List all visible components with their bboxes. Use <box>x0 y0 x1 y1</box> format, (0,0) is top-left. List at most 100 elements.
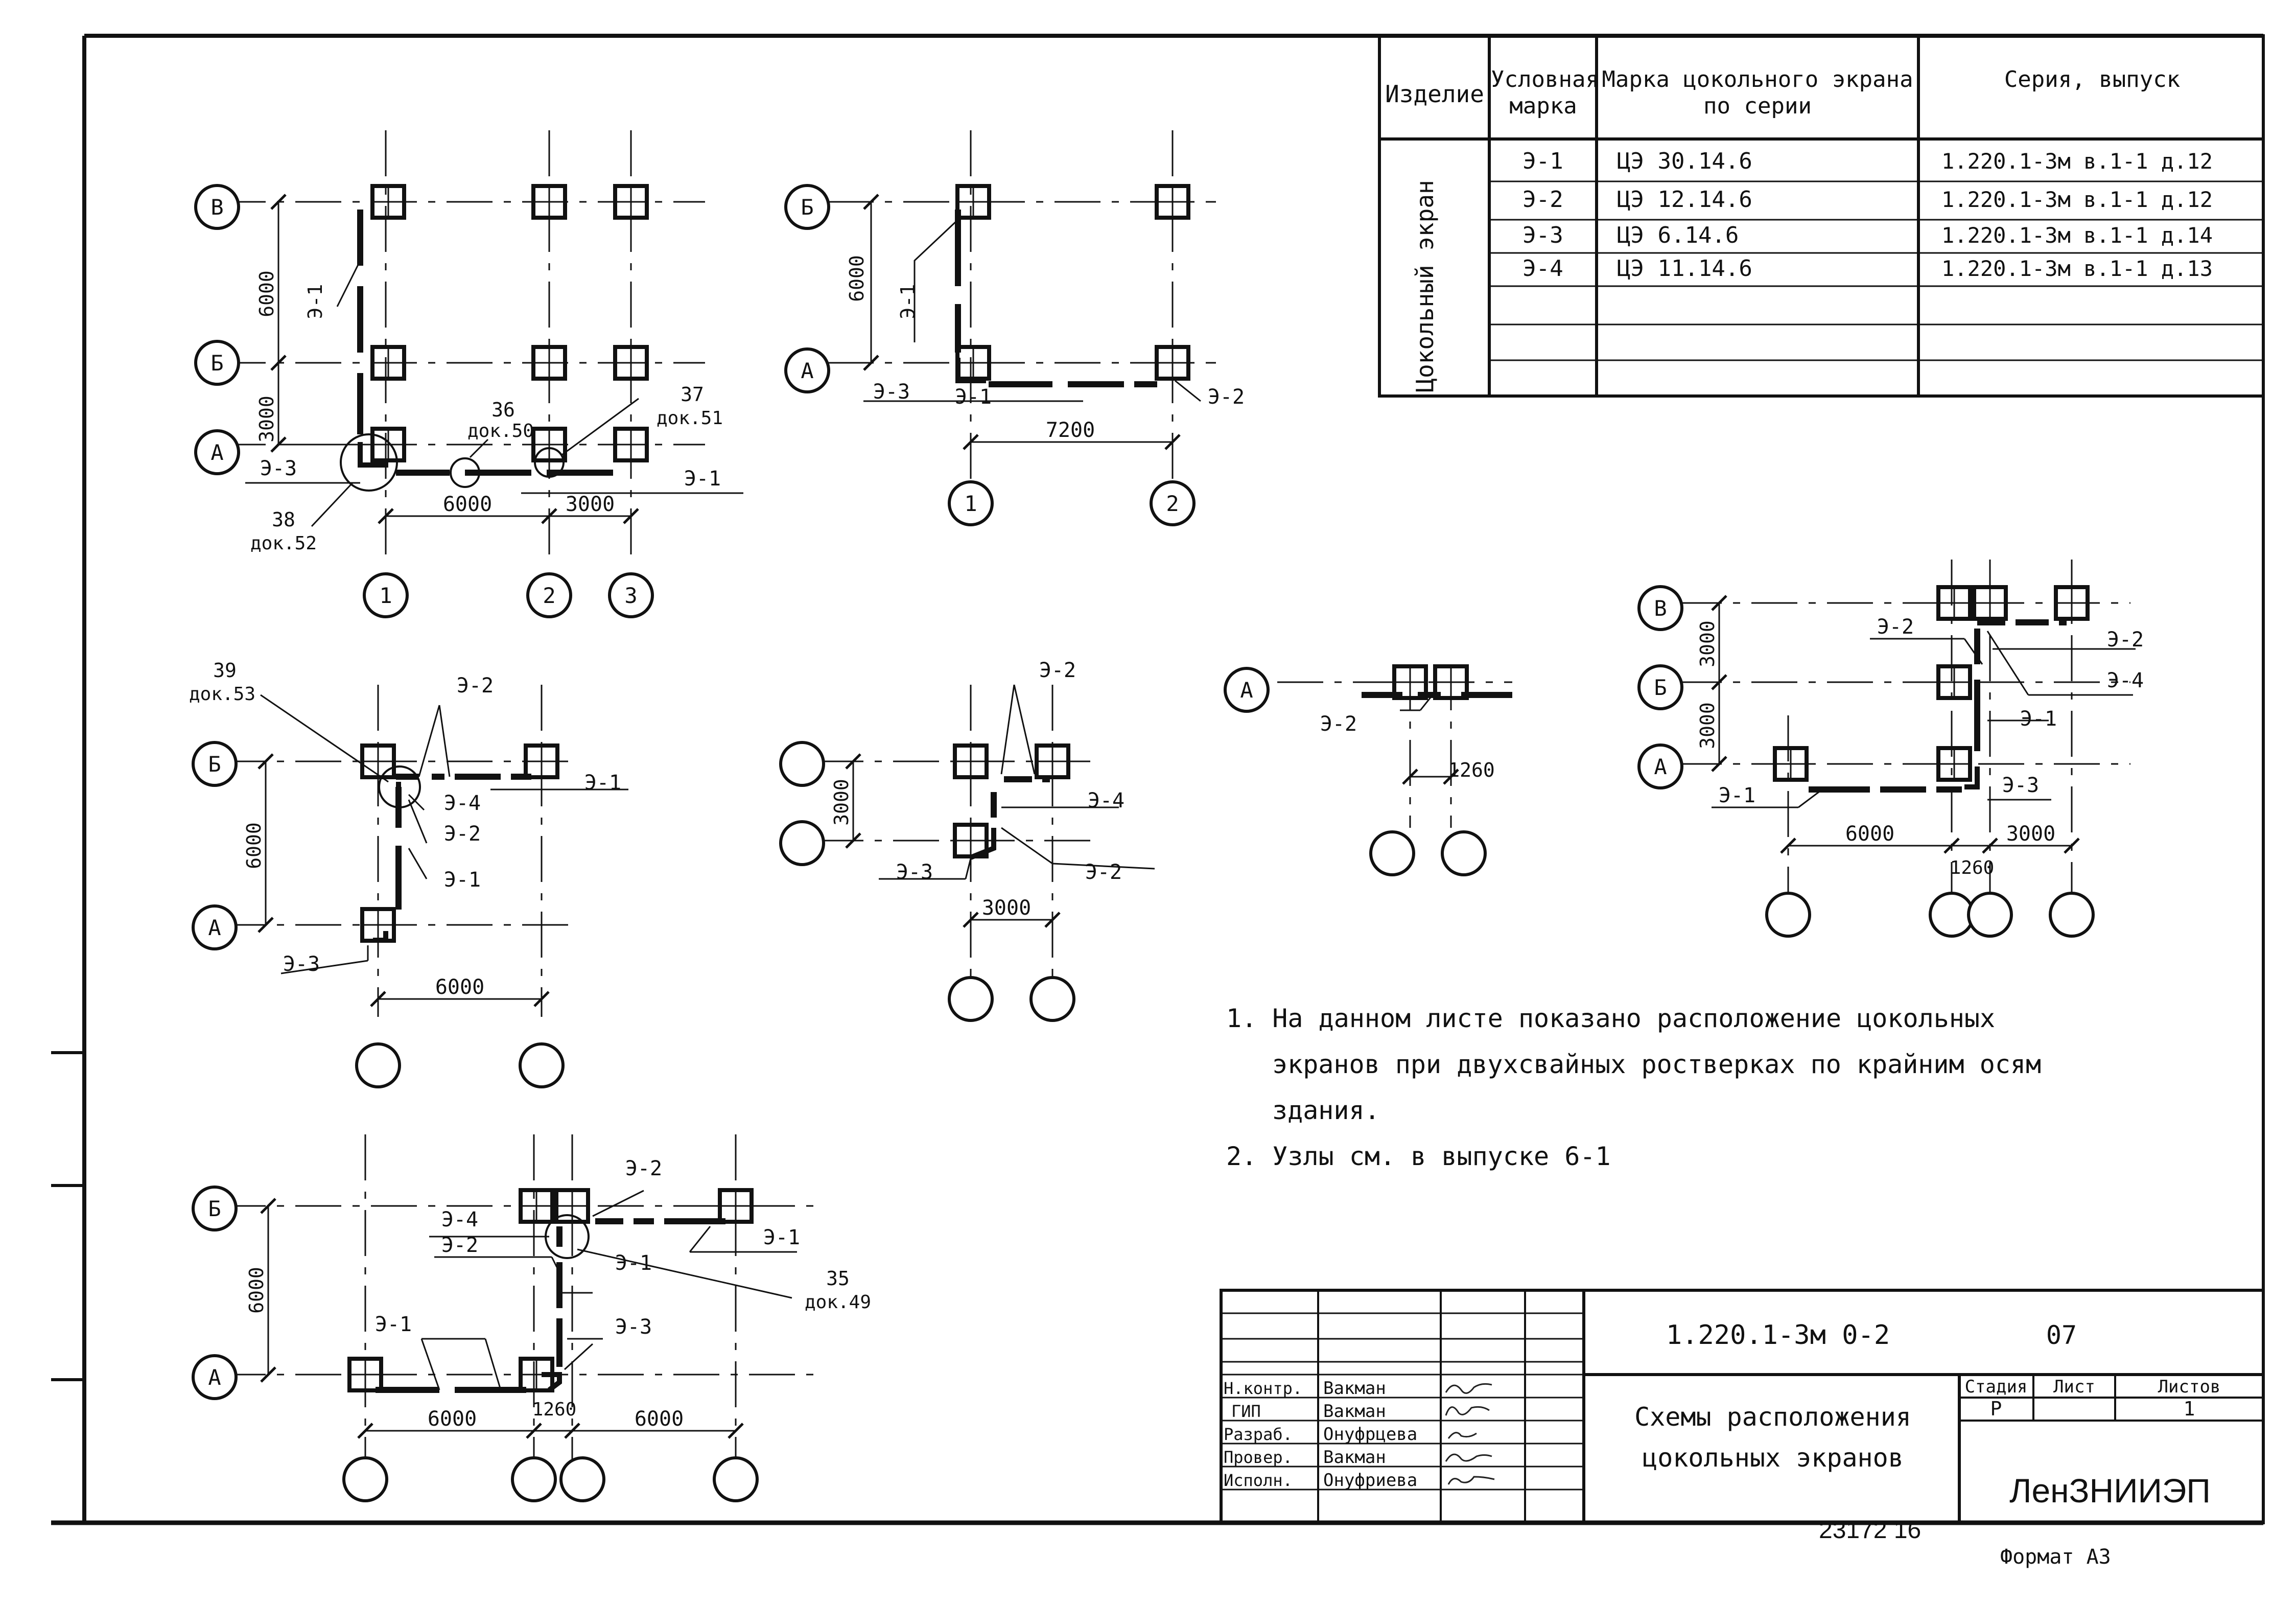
stage-value: Р <box>1990 1398 2002 1420</box>
row-mark: Э-2 <box>1522 187 1563 213</box>
staff-name: Онуфрцева <box>1323 1424 1417 1445</box>
mark-label: Э-3 <box>2002 774 2039 797</box>
dim-label: 6000 <box>846 255 868 302</box>
axis-label: Б <box>1654 675 1667 700</box>
axis-label: В <box>210 195 223 220</box>
axis-label: А <box>208 915 221 940</box>
mark-label: Э-1 <box>444 868 481 892</box>
dim-label: 3000 <box>566 493 615 516</box>
axis-label: Б <box>208 1196 221 1221</box>
mark-label: Э-2 <box>1208 385 1245 409</box>
axis-label: А <box>210 440 223 465</box>
staff-name: Онуфриева <box>1323 1470 1417 1491</box>
mark-label: Э-4 <box>441 1208 478 1231</box>
node-number: 36 <box>491 399 515 421</box>
scheme-2: Б А 1 2 6000 7200 Э-1 Э-3 Э-1 Э-2 <box>786 130 1245 525</box>
row-mark: Э-1 <box>1522 148 1563 174</box>
row-series: 1.220.1-3м в.1-1 д.12 <box>1941 149 2213 174</box>
stage-label: Стадия <box>1965 1377 2028 1397</box>
axis-label: 3 <box>624 583 637 608</box>
staff-name: Вакман <box>1323 1378 1386 1399</box>
row-brand: ЦЭ 6.14.6 <box>1617 222 1739 248</box>
notes: 1. На данном листе показано расположение… <box>1226 1004 2041 1171</box>
dim-label: 1260 <box>1448 759 1495 781</box>
scheme-1: В Б А 1 2 3 6000 3000 6000 3000 Э-1 Э-3 … <box>196 130 743 617</box>
mark-label: Э-1 <box>763 1226 800 1249</box>
node-doc: док.49 <box>805 1292 871 1313</box>
mark-label: Э-1 <box>584 771 621 795</box>
row-brand: ЦЭ 12.14.6 <box>1617 187 1752 213</box>
dim-label: 3000 <box>255 396 278 443</box>
mark-label: Э-1 <box>684 467 721 491</box>
node-doc: док.52 <box>250 533 317 554</box>
mark-label: Э-1 <box>375 1313 412 1336</box>
dim-label: 3000 <box>1696 620 1719 667</box>
scheme-5: А 1260 Э-2 <box>1225 664 1512 875</box>
mark-label: Э-1 <box>615 1251 652 1275</box>
header-mark: Условная марка <box>1491 66 1596 119</box>
product-name: Цокольный экран <box>1411 180 1439 392</box>
dim-label: 6000 <box>255 270 278 317</box>
node-doc: док.53 <box>189 684 255 705</box>
mark-label: Э-1 <box>2020 707 2057 731</box>
node-number: 35 <box>826 1267 850 1290</box>
mark-label: Э-2 <box>1085 861 1122 884</box>
dim-label: 7200 <box>1046 419 1095 442</box>
staff-role: Н.контр. <box>1224 1379 1302 1398</box>
sheets-value: 1 <box>2184 1398 2195 1420</box>
node-number: 39 <box>213 659 237 682</box>
format-label: Формат А3 <box>2000 1545 2111 1569</box>
mark-label: Э-2 <box>1877 615 1914 639</box>
header-product: Изделие <box>1385 80 1484 108</box>
mark-label: Э-2 <box>1039 659 1076 682</box>
row-series: 1.220.1-3м в.1-1 д.12 <box>1941 187 2213 212</box>
mark-label: Э-2 <box>457 674 494 698</box>
scheme-4: 3000 3000 Э-2 Э-4 Э-3 Э-2 <box>781 659 1155 1020</box>
axis-label: Б <box>801 195 813 220</box>
drawing-title: Схемы расположения <box>1634 1402 1911 1432</box>
dim-label: 6000 <box>1845 822 1894 846</box>
mark-label: Э-4 <box>444 792 481 815</box>
node-number: 37 <box>681 383 704 406</box>
signatures <box>1445 1383 1495 1485</box>
row-mark: Э-3 <box>1522 222 1563 248</box>
row-series: 1.220.1-3м в.1-1 д.14 <box>1941 223 2213 248</box>
drawing-title: цокольных экранов <box>1642 1443 1904 1473</box>
axis-label: В <box>1654 596 1667 621</box>
staff-role: Исполн. <box>1224 1471 1293 1490</box>
mark-label: Э-1 <box>304 284 326 319</box>
axis-label: А <box>208 1365 221 1390</box>
node-number: 38 <box>272 508 295 531</box>
staff-role: Провер. <box>1224 1448 1293 1467</box>
sheet-code: 07 <box>2046 1320 2077 1350</box>
dim-label: 3000 <box>830 779 853 826</box>
axis-label: А <box>1654 754 1667 779</box>
title-block: 1.220.1-3м 0-2 07 Схемы расположения цок… <box>1220 1289 2265 1524</box>
mark-label: Э-3 <box>615 1315 652 1339</box>
staff-name: Вакман <box>1323 1401 1386 1422</box>
axis-label: Б <box>210 351 223 376</box>
dim-label: 6000 <box>635 1407 684 1431</box>
mark-label: Э-2 <box>441 1234 478 1257</box>
axis-label: 1 <box>379 583 392 608</box>
row-mark: Э-4 <box>1522 255 1563 282</box>
axis-label: А <box>1240 678 1253 703</box>
mark-label: Э-3 <box>260 457 297 480</box>
organization: ЛенЗНИИЭП <box>2009 1472 2211 1509</box>
staff-name: Вакман <box>1323 1447 1386 1468</box>
mark-label: Э-1 <box>955 385 992 409</box>
mark-label: Э-2 <box>625 1157 662 1180</box>
mark-label: Э-4 <box>1088 789 1124 812</box>
header-brand: Марка цокольного экрана по серии <box>1602 66 1913 119</box>
row-brand: ЦЭ 11.14.6 <box>1617 255 1752 282</box>
dim-label: 6000 <box>428 1407 477 1431</box>
dim-label: 6000 <box>443 493 492 516</box>
axis-label: Б <box>208 752 221 777</box>
row-series: 1.220.1-3м в.1-1 д.13 <box>1941 256 2213 281</box>
mark-label: Э-3 <box>283 952 320 976</box>
sheet-label: Лист <box>2053 1377 2095 1397</box>
staff-role: ГИП <box>1231 1402 1261 1421</box>
axis-label: 2 <box>1166 491 1179 516</box>
scheme-6: В Б А 3000 3000 6000 1260 3000 Э-2 Э-2 Э… <box>1639 560 2144 936</box>
